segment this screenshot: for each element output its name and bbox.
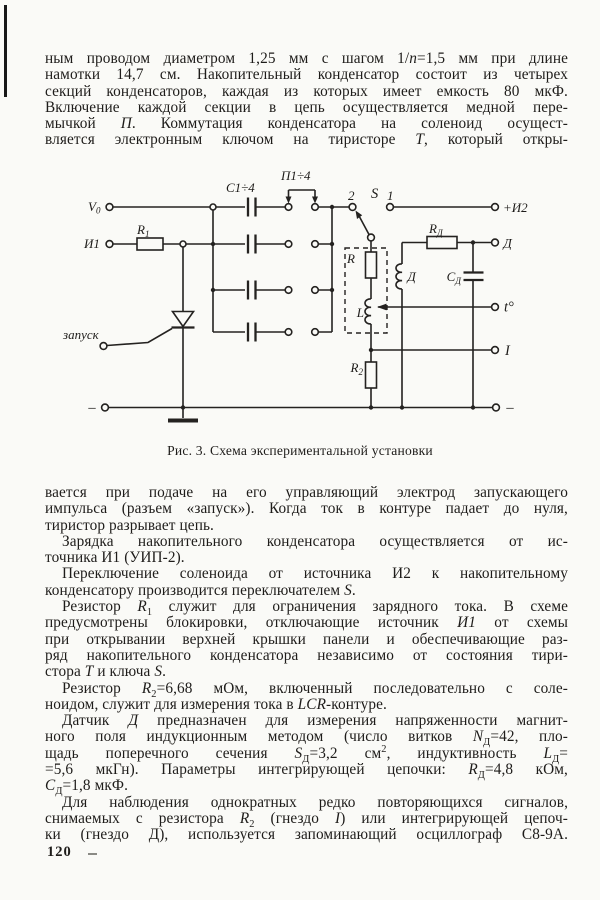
label-d-coil: Д xyxy=(406,269,417,284)
text-line: Резистор R2=6,68 мОм, включенный последо… xyxy=(62,679,568,700)
label-zapusk: запуск xyxy=(62,327,100,342)
terminal-minus-left xyxy=(100,403,110,412)
circuit-diagram: V0 И1 R1 С1÷4 xyxy=(62,168,528,423)
text-block-top: ным проводом диаметром 1,25 мм с шагом 1… xyxy=(45,50,568,149)
text-line: Резистор R1 служит для ограничения заряд… xyxy=(62,598,568,619)
text-line: вляется электронным ключом на тиристоре … xyxy=(45,131,568,149)
text-line: мычкой П. Коммутация конденсатора на сол… xyxy=(45,115,568,133)
text-line: Зарядка накопительного конденсатора осущ… xyxy=(62,532,568,550)
text-line: ки (гнездо Д), используется запоминающий… xyxy=(45,826,568,844)
junction-i1-thyristor xyxy=(179,240,187,248)
resistor-r2 xyxy=(364,361,378,389)
page-number: 120 xyxy=(47,844,72,860)
text-line: Переключение соленоида от источника И2 к… xyxy=(62,565,568,583)
text-line: Включение каждой секции в цепь осуществл… xyxy=(45,98,568,116)
text-line: секций конденсаторов, каждая из которых … xyxy=(45,82,568,100)
scan-edge-artifact xyxy=(4,5,7,97)
terminal-t xyxy=(490,302,500,312)
terminal-d xyxy=(490,238,500,247)
label-term-d: Д xyxy=(502,236,513,251)
text-line: ным проводом диаметром 1,25 мм с шагом 1… xyxy=(45,50,568,67)
terminal-v0 xyxy=(105,202,114,212)
label-term-t: t° xyxy=(504,300,514,316)
text-block-bottom: вается при подаче на его управляющий эле… xyxy=(45,484,568,844)
text-line: ряд накопительного конденсатора независи… xyxy=(45,646,568,664)
i-line: I xyxy=(371,343,511,359)
terminal-i1 xyxy=(105,239,114,249)
scan-speck xyxy=(88,853,97,855)
label-r: R xyxy=(346,251,355,266)
label-l: L xyxy=(356,305,364,320)
label-i2: +И2 xyxy=(503,200,528,215)
terminal-zapusk xyxy=(99,341,108,351)
text-line: СД=1,8 мкФ. xyxy=(45,777,129,798)
t-line: t° xyxy=(377,300,514,316)
label-term-i: I xyxy=(504,343,511,359)
text-line: снимаемых с резистора R2 (гнездо I) или … xyxy=(45,809,568,830)
junction-v0-bus xyxy=(209,203,217,211)
sensor-coil-d xyxy=(395,263,403,290)
switch-contact-1 xyxy=(385,202,395,212)
text-line: точника И1 (УИП-2). xyxy=(45,549,185,567)
bottom-rail: – – xyxy=(87,400,514,423)
label-switch-1: 1 xyxy=(387,188,394,203)
text-line: ноидом, служит для измерения тока в LCR-… xyxy=(45,695,387,713)
text-line: =5,6 мкГн). Параметры интегрирующей цепо… xyxy=(45,761,568,782)
label-rd: RД xyxy=(428,221,444,238)
label-minus-left: – xyxy=(87,400,96,416)
label-r1: R1 xyxy=(136,222,149,239)
thyristor: запуск xyxy=(62,247,196,408)
capacitor-bank: С1÷4 xyxy=(213,180,349,342)
text-line: тиристор разрывает цепь. xyxy=(45,516,214,534)
terminal-i xyxy=(490,345,500,355)
label-p1-4: П1÷4 xyxy=(280,168,311,183)
label-i1: И1 xyxy=(83,236,100,251)
capacitor-cd xyxy=(463,271,484,282)
label-r2: R2 xyxy=(350,360,364,377)
text-line: импульса (разъем «запуск»). Когда ток в … xyxy=(45,500,568,518)
label-minus-right: – xyxy=(505,400,514,416)
label-v0: V0 xyxy=(88,199,101,216)
text-line: ного поля индукционным методом (число ви… xyxy=(45,728,568,749)
terminal-minus-right xyxy=(491,403,501,412)
sensor-branch: Д RД СД Д xyxy=(395,221,513,408)
resistor-rd xyxy=(426,235,458,250)
text-line: предусмотрены блокировки, отключающие ис… xyxy=(45,614,568,632)
text-line: при открывании верхней крышки панели и о… xyxy=(45,630,568,648)
jumper-bracket: П1÷4 xyxy=(280,168,318,204)
label-c1-4: С1÷4 xyxy=(226,180,255,195)
inductor-l xyxy=(364,298,372,325)
figure-caption: Рис. 3. Схема экспериментальной установк… xyxy=(167,443,433,458)
text-line: Датчик Д предназначен для измерения напр… xyxy=(62,712,568,730)
text-line: намотки 14,7 см. Накопительный конденсат… xyxy=(45,66,568,84)
gate-wire xyxy=(106,327,173,347)
text-line: Для наблюдения однократных редко повторя… xyxy=(62,793,568,811)
label-switch-2: 2 xyxy=(348,188,355,203)
text-line: стора Т и ключа S. xyxy=(45,663,167,681)
switch-s: 2 1 S xyxy=(348,186,395,242)
source-row-i1: И1 R1 xyxy=(83,222,245,251)
text-line: конденсатору производится переключателем… xyxy=(45,581,356,599)
switch-contact-2 xyxy=(348,202,357,212)
label-switch-s: S xyxy=(371,186,379,202)
text-line: вается при подаче на его управляющий эле… xyxy=(45,484,568,501)
resistor-r xyxy=(364,251,378,279)
label-cd: СД xyxy=(447,269,463,286)
resistor-r1 xyxy=(136,237,164,251)
switch-pivot xyxy=(366,233,376,242)
text-line: щадь поперечного сечения SД=3,2 см2, инд… xyxy=(45,743,568,765)
source-row-v0: V0 xyxy=(88,199,245,216)
terminal-i2-plus xyxy=(490,202,500,212)
lcr-dashed-box xyxy=(344,247,388,334)
